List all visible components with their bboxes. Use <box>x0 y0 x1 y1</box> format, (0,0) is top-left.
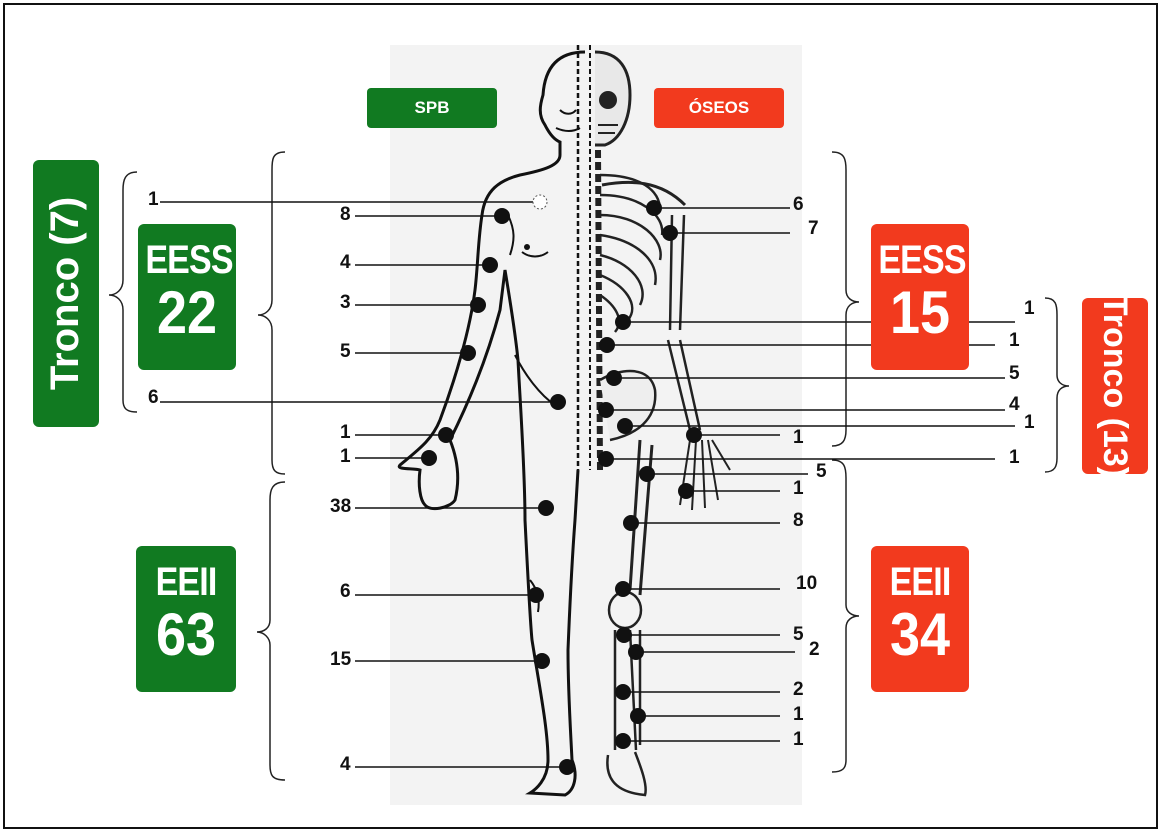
spb-lesion-marker <box>538 500 554 516</box>
oseos-count-label: 1 <box>793 729 804 750</box>
spb-lesion-marker <box>533 195 547 209</box>
oseos-lesion-marker <box>615 581 631 597</box>
eess-spb-box: EESS 22 <box>138 224 236 370</box>
oseos-count-label: 1 <box>793 704 804 725</box>
eess-spb-value: 22 <box>143 282 231 344</box>
spb-count-label: 6 <box>340 581 351 602</box>
spb-count-label: 1 <box>340 446 351 467</box>
spb-count-label: 15 <box>330 649 352 670</box>
oseos-lesion-marker <box>598 402 614 418</box>
tronco-right-label: Tronco (13) <box>1096 294 1135 477</box>
spb-lesion-marker <box>460 345 476 361</box>
oseos-lesion-marker <box>606 370 622 386</box>
spb-count-label: 1 <box>148 189 159 210</box>
spb-lesion-marker <box>559 759 575 775</box>
oseos-lesion-marker <box>686 427 702 443</box>
brace-oseos-eeii <box>832 460 859 772</box>
eess-oseos-box: EESS 15 <box>871 224 969 370</box>
spb-lesion-marker <box>550 394 566 410</box>
spb-lesion-marker <box>482 257 498 273</box>
spb-count-label: 1 <box>340 422 351 443</box>
oseos-count-label: 4 <box>1009 394 1020 415</box>
oseos-count-label: 5 <box>1009 363 1020 384</box>
oseos-lesion-marker <box>630 708 646 724</box>
oseos-header: ÓSEOS <box>654 88 784 128</box>
oseos-count-label: 2 <box>809 639 820 660</box>
eeii-oseos-box: EEII 34 <box>871 546 969 692</box>
eeii-spb-box: EEII 63 <box>136 546 236 692</box>
oseos-lesion-marker <box>615 684 631 700</box>
oseos-lesion-marker <box>678 483 694 499</box>
spb-count-label: 8 <box>340 204 351 225</box>
spb-count-label: 4 <box>340 754 351 775</box>
oseos-count-label: 6 <box>793 194 804 215</box>
brace-spb-eess <box>258 152 285 474</box>
brace-spb-eeii <box>257 482 285 780</box>
spb-lesion-marker <box>421 450 437 466</box>
oseos-count-label: 1 <box>793 427 804 448</box>
figure-background <box>390 45 802 805</box>
eeii-oseos-title: EEII <box>878 560 961 604</box>
eess-spb-title: EESS <box>145 238 228 282</box>
spb-lesion-marker <box>528 587 544 603</box>
oseos-count-label: 10 <box>796 573 817 594</box>
oseos-lesion-marker <box>617 418 633 434</box>
tronco-left-box: Tronco (7) <box>33 160 99 427</box>
oseos-lesion-marker <box>599 337 615 353</box>
spb-lesion-marker <box>438 427 454 443</box>
eeii-spb-title: EEII <box>144 560 229 604</box>
spb-count-label: 3 <box>340 292 351 313</box>
spb-count-label: 5 <box>340 341 351 362</box>
spb-header: SPB <box>367 88 497 128</box>
spb-count-label: 6 <box>148 387 159 408</box>
oseos-count-label: 1 <box>793 478 804 499</box>
oseos-count-label: 5 <box>793 624 804 645</box>
oseos-lesion-marker <box>615 314 631 330</box>
oseos-lesion-marker <box>628 644 644 660</box>
oseos-lesion-marker <box>662 225 678 241</box>
oseos-lesion-marker <box>623 515 639 531</box>
spb-lesion-marker <box>470 297 486 313</box>
oseos-lesion-marker <box>598 451 614 467</box>
spb-lesion-marker <box>534 653 550 669</box>
tronco-right-box: Tronco (13) <box>1082 298 1148 474</box>
oseos-count-label: 8 <box>793 510 804 531</box>
oseos-lesion-marker <box>616 627 632 643</box>
oseos-count-label: 1 <box>1024 298 1035 319</box>
oseos-lesion-marker <box>615 733 631 749</box>
eeii-oseos-value: 34 <box>876 604 964 666</box>
eess-oseos-title: EESS <box>878 238 961 282</box>
oseos-lesion-marker <box>639 466 655 482</box>
oseos-count-label: 1 <box>1024 412 1035 433</box>
oseos-count-label: 7 <box>808 218 819 239</box>
brace-tronco-right <box>1045 298 1069 472</box>
spb-count-label: 4 <box>340 252 351 273</box>
spb-count-label: 38 <box>330 496 351 517</box>
eess-oseos-value: 15 <box>876 282 964 344</box>
eeii-spb-value: 63 <box>141 604 231 666</box>
brace-tronco-left <box>109 172 137 412</box>
oseos-count-label: 1 <box>1009 330 1020 351</box>
oseos-count-label: 1 <box>1009 447 1020 468</box>
tronco-left-label: Tronco (7) <box>44 197 89 390</box>
brace-oseos-eess <box>832 152 859 446</box>
spb-lesion-marker <box>494 208 510 224</box>
oseos-count-label: 2 <box>793 679 804 700</box>
oseos-count-label: 5 <box>816 461 827 482</box>
oseos-lesion-marker <box>646 200 662 216</box>
